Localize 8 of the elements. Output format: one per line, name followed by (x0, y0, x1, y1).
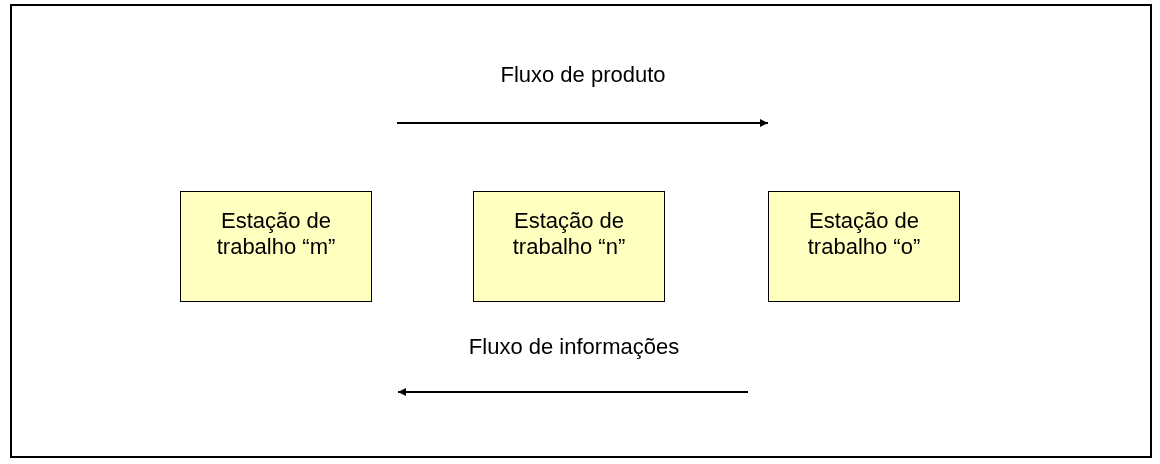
station-label: Estação de trabalho “n” (511, 208, 627, 260)
workstation-box (768, 191, 960, 302)
workstation-box (473, 191, 665, 302)
flow-label: Fluxo de informações (468, 334, 680, 360)
flow-label: Fluxo de produto (500, 62, 666, 88)
workstation-box (180, 191, 372, 302)
station-label: Estação de trabalho “o” (806, 208, 922, 260)
station-label: Estação de trabalho “m” (215, 208, 337, 260)
